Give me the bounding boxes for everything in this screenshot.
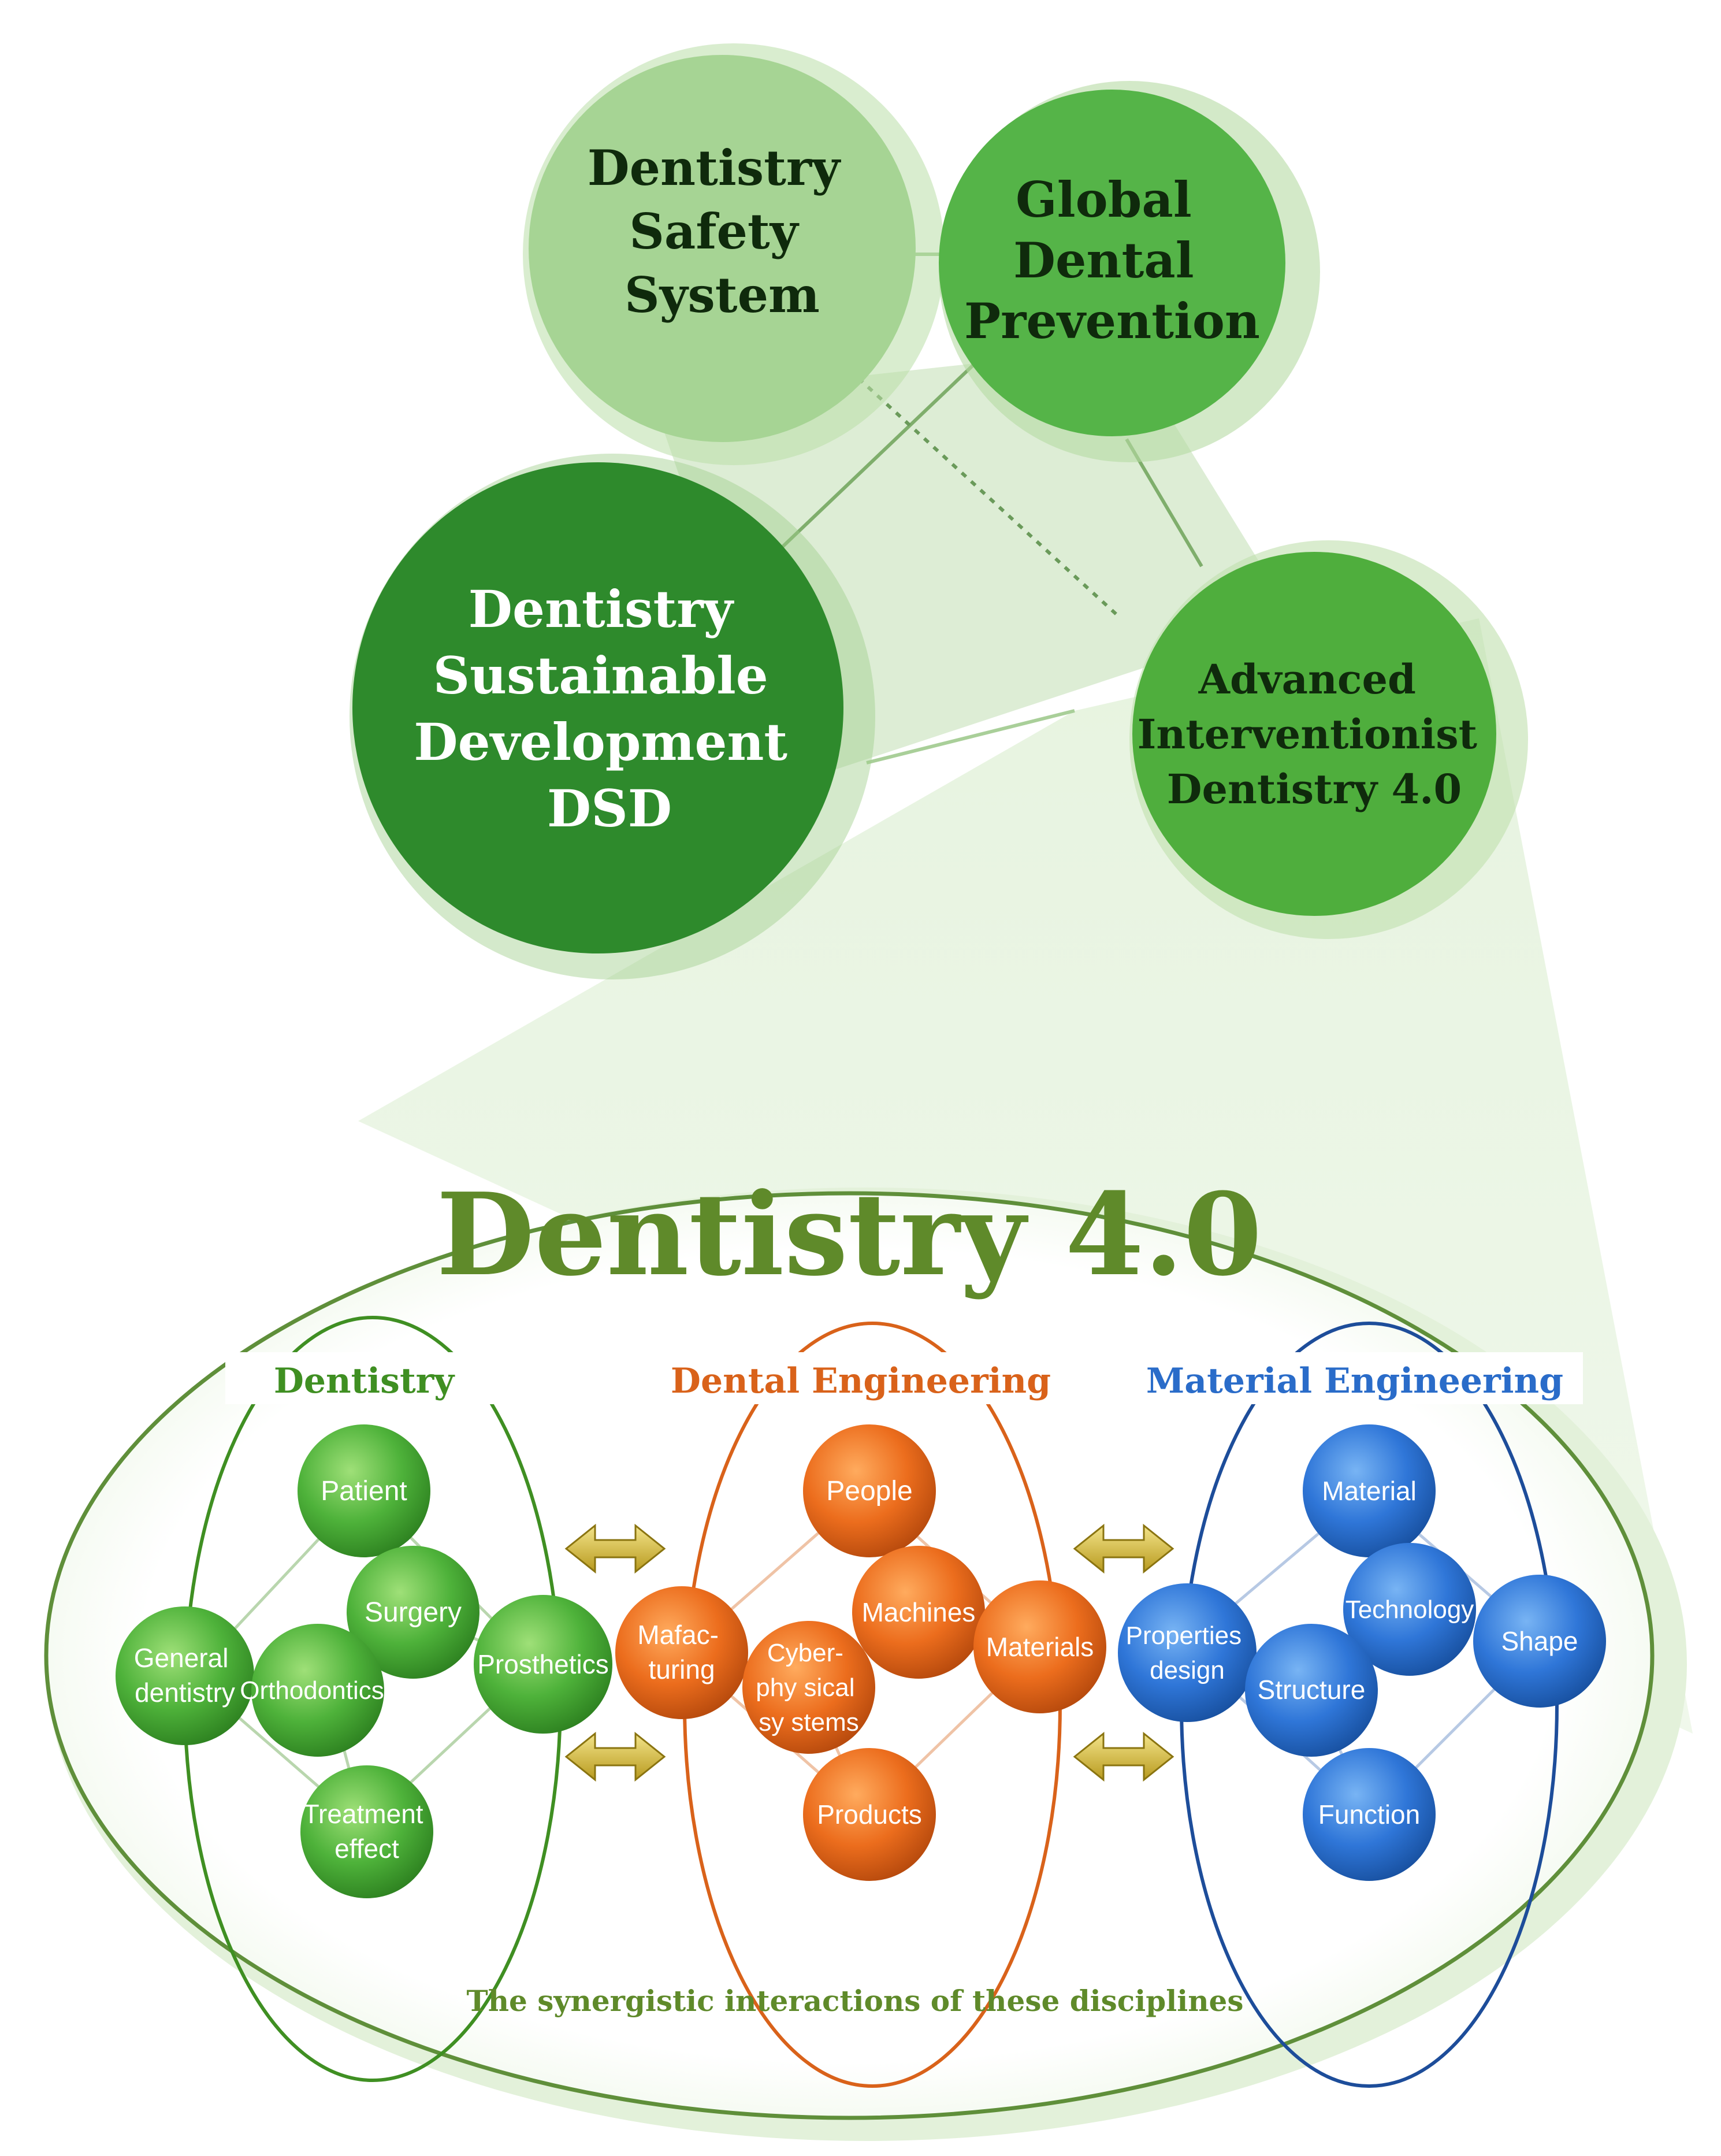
node-cyber-line-1: Cyber-	[767, 1639, 843, 1667]
label-dsd-line-4: DSD	[547, 778, 672, 838]
group-title-material-engineering: Material Engineering	[1146, 1361, 1563, 1401]
node-prosthetics: Prosthetics	[474, 1595, 612, 1734]
group-title-bg-dental-engineering	[653, 1352, 1057, 1404]
node-people: People	[803, 1424, 936, 1557]
node-general-line-1: General	[134, 1643, 229, 1673]
group-title-dental-engineering: Dental Engineering	[671, 1361, 1051, 1401]
node-treatment-line-1: Treatment	[303, 1799, 423, 1829]
label-dsd-line-3: Development	[414, 712, 787, 772]
label-prevention-line-2: Dental	[1013, 232, 1194, 289]
circle-advanced	[1129, 540, 1528, 939]
node-surgery-line-1: Surgery	[365, 1597, 462, 1628]
node-mafacturing-line-2: turing	[648, 1654, 715, 1684]
node-structure-line-1: Structure	[1258, 1675, 1366, 1705]
label-dsd: Dentistry Sustainable Development DSD	[414, 579, 805, 838]
svg-text:Orthodontics: Orthodontics	[240, 1676, 384, 1705]
svg-text:Materials: Materials	[986, 1632, 1094, 1662]
node-orthodontics-line-1: Orthodontics	[240, 1676, 384, 1705]
node-orthodontics: Orthodontics	[240, 1624, 384, 1757]
footer-caption: The synergistic interactions of these di…	[466, 1984, 1243, 2018]
svg-text:Products: Products	[817, 1799, 922, 1830]
svg-text:Material: Material	[1322, 1476, 1417, 1506]
label-advanced: Advanced Interventionist Dentistry 4.0	[1138, 655, 1492, 813]
circle-safety	[523, 43, 945, 465]
label-advanced-line-2: Interventionist	[1138, 710, 1477, 758]
node-properties-design: Properties design	[1118, 1583, 1257, 1722]
circle-dsd	[350, 454, 875, 979]
svg-text:Shape: Shape	[1501, 1626, 1578, 1656]
group-title-bg-material-engineering	[1132, 1352, 1583, 1404]
node-materials-line-1: Materials	[986, 1632, 1094, 1662]
label-prevention-line-3: Prevention	[964, 292, 1260, 350]
svg-text:Cyber- phy sical s: Cyber- phy sical sy stems	[756, 1639, 861, 1736]
node-shape-line-1: Shape	[1501, 1626, 1578, 1656]
group-title-dentistry: Dentistry	[274, 1361, 455, 1401]
node-cyber-physical-systems: Cyber- phy sical sy stems	[742, 1621, 875, 1754]
node-function: Function	[1303, 1748, 1436, 1881]
svg-text:Structure: Structure	[1258, 1675, 1366, 1705]
arrow-dental-to-material-top	[1073, 1523, 1174, 1574]
node-properties-line-1: Properties	[1126, 1621, 1242, 1650]
svg-text:Prosthetics: Prosthetics	[477, 1649, 609, 1679]
label-safety-line-1: Dentistry	[588, 139, 841, 196]
label-safety-line-2: Safety	[629, 203, 799, 260]
node-prosthetics-line-1: Prosthetics	[477, 1649, 609, 1679]
top-link-dotted	[848, 368, 1122, 620]
node-people-line-1: People	[826, 1476, 912, 1506]
arrow-dentistry-to-dental-top	[564, 1523, 666, 1574]
label-prevention: Global Dental Prevention	[964, 171, 1260, 350]
node-patient: Patient	[298, 1424, 430, 1557]
svg-text:Patient: Patient	[321, 1476, 407, 1506]
label-prevention-line-1: Global	[1016, 171, 1192, 228]
node-general-line-2: dentistry	[135, 1678, 235, 1708]
node-treatment-line-2: effect	[334, 1834, 399, 1864]
main-title: Dentistry 4.0	[436, 1168, 1262, 1301]
node-material: Material	[1303, 1424, 1436, 1557]
group-title-bg-dentistry	[225, 1352, 514, 1404]
node-products-line-1: Products	[817, 1799, 922, 1830]
node-machines: Machines	[852, 1546, 985, 1679]
svg-text:Mafac- turing: Mafac- turing	[637, 1620, 726, 1684]
label-advanced-line-1: Advanced	[1198, 655, 1416, 703]
node-cyber-line-3: sy stems	[759, 1708, 859, 1736]
node-structure: Structure	[1245, 1624, 1378, 1757]
node-general-dentistry: General dentistry	[116, 1606, 254, 1745]
label-dsd-line-2: Sustainable	[433, 645, 768, 706]
svg-text:Function: Function	[1318, 1799, 1420, 1830]
label-advanced-line-3: Dentistry 4.0	[1167, 765, 1462, 813]
circle-prevention	[939, 81, 1320, 462]
node-technology: Technology	[1343, 1543, 1476, 1676]
node-mafacturing-line-1: Mafac-	[637, 1620, 719, 1650]
top-link-dsd-advanced	[866, 709, 1075, 765]
svg-text:Technology: Technology	[1345, 1595, 1474, 1624]
svg-text:Machines: Machines	[862, 1597, 976, 1627]
node-patient-line-1: Patient	[321, 1476, 407, 1506]
node-technology-line-1: Technology	[1345, 1595, 1474, 1624]
node-function-line-1: Function	[1318, 1799, 1420, 1830]
node-shape: Shape	[1473, 1575, 1606, 1708]
node-surgery: Surgery	[347, 1546, 479, 1679]
label-dsd-line-1: Dentistry	[469, 579, 735, 639]
node-materials: Materials	[973, 1580, 1106, 1713]
node-products: Products	[803, 1748, 936, 1881]
node-treatment-effect: Treatment effect	[300, 1765, 433, 1898]
node-cyber-line-2: phy sical	[756, 1673, 854, 1702]
svg-text:Treatment effect: Treatment effect	[303, 1799, 431, 1864]
svg-text:Properties design: Properties design	[1126, 1621, 1249, 1684]
svg-text:People: People	[826, 1476, 912, 1506]
arrow-dentistry-to-dental-bottom	[564, 1731, 666, 1782]
svg-text:General dentistry: General dentistry	[134, 1643, 236, 1708]
label-safety-line-3: System	[625, 266, 820, 324]
svg-text:Surgery: Surgery	[365, 1597, 462, 1628]
node-properties-line-2: design	[1150, 1656, 1225, 1684]
arrow-dental-to-material-bottom	[1073, 1731, 1174, 1782]
label-safety: Dentistry Safety System	[588, 139, 857, 324]
node-mafacturing: Mafac- turing	[615, 1586, 748, 1719]
node-material-line-1: Material	[1322, 1476, 1417, 1506]
node-machines-line-1: Machines	[862, 1597, 976, 1627]
